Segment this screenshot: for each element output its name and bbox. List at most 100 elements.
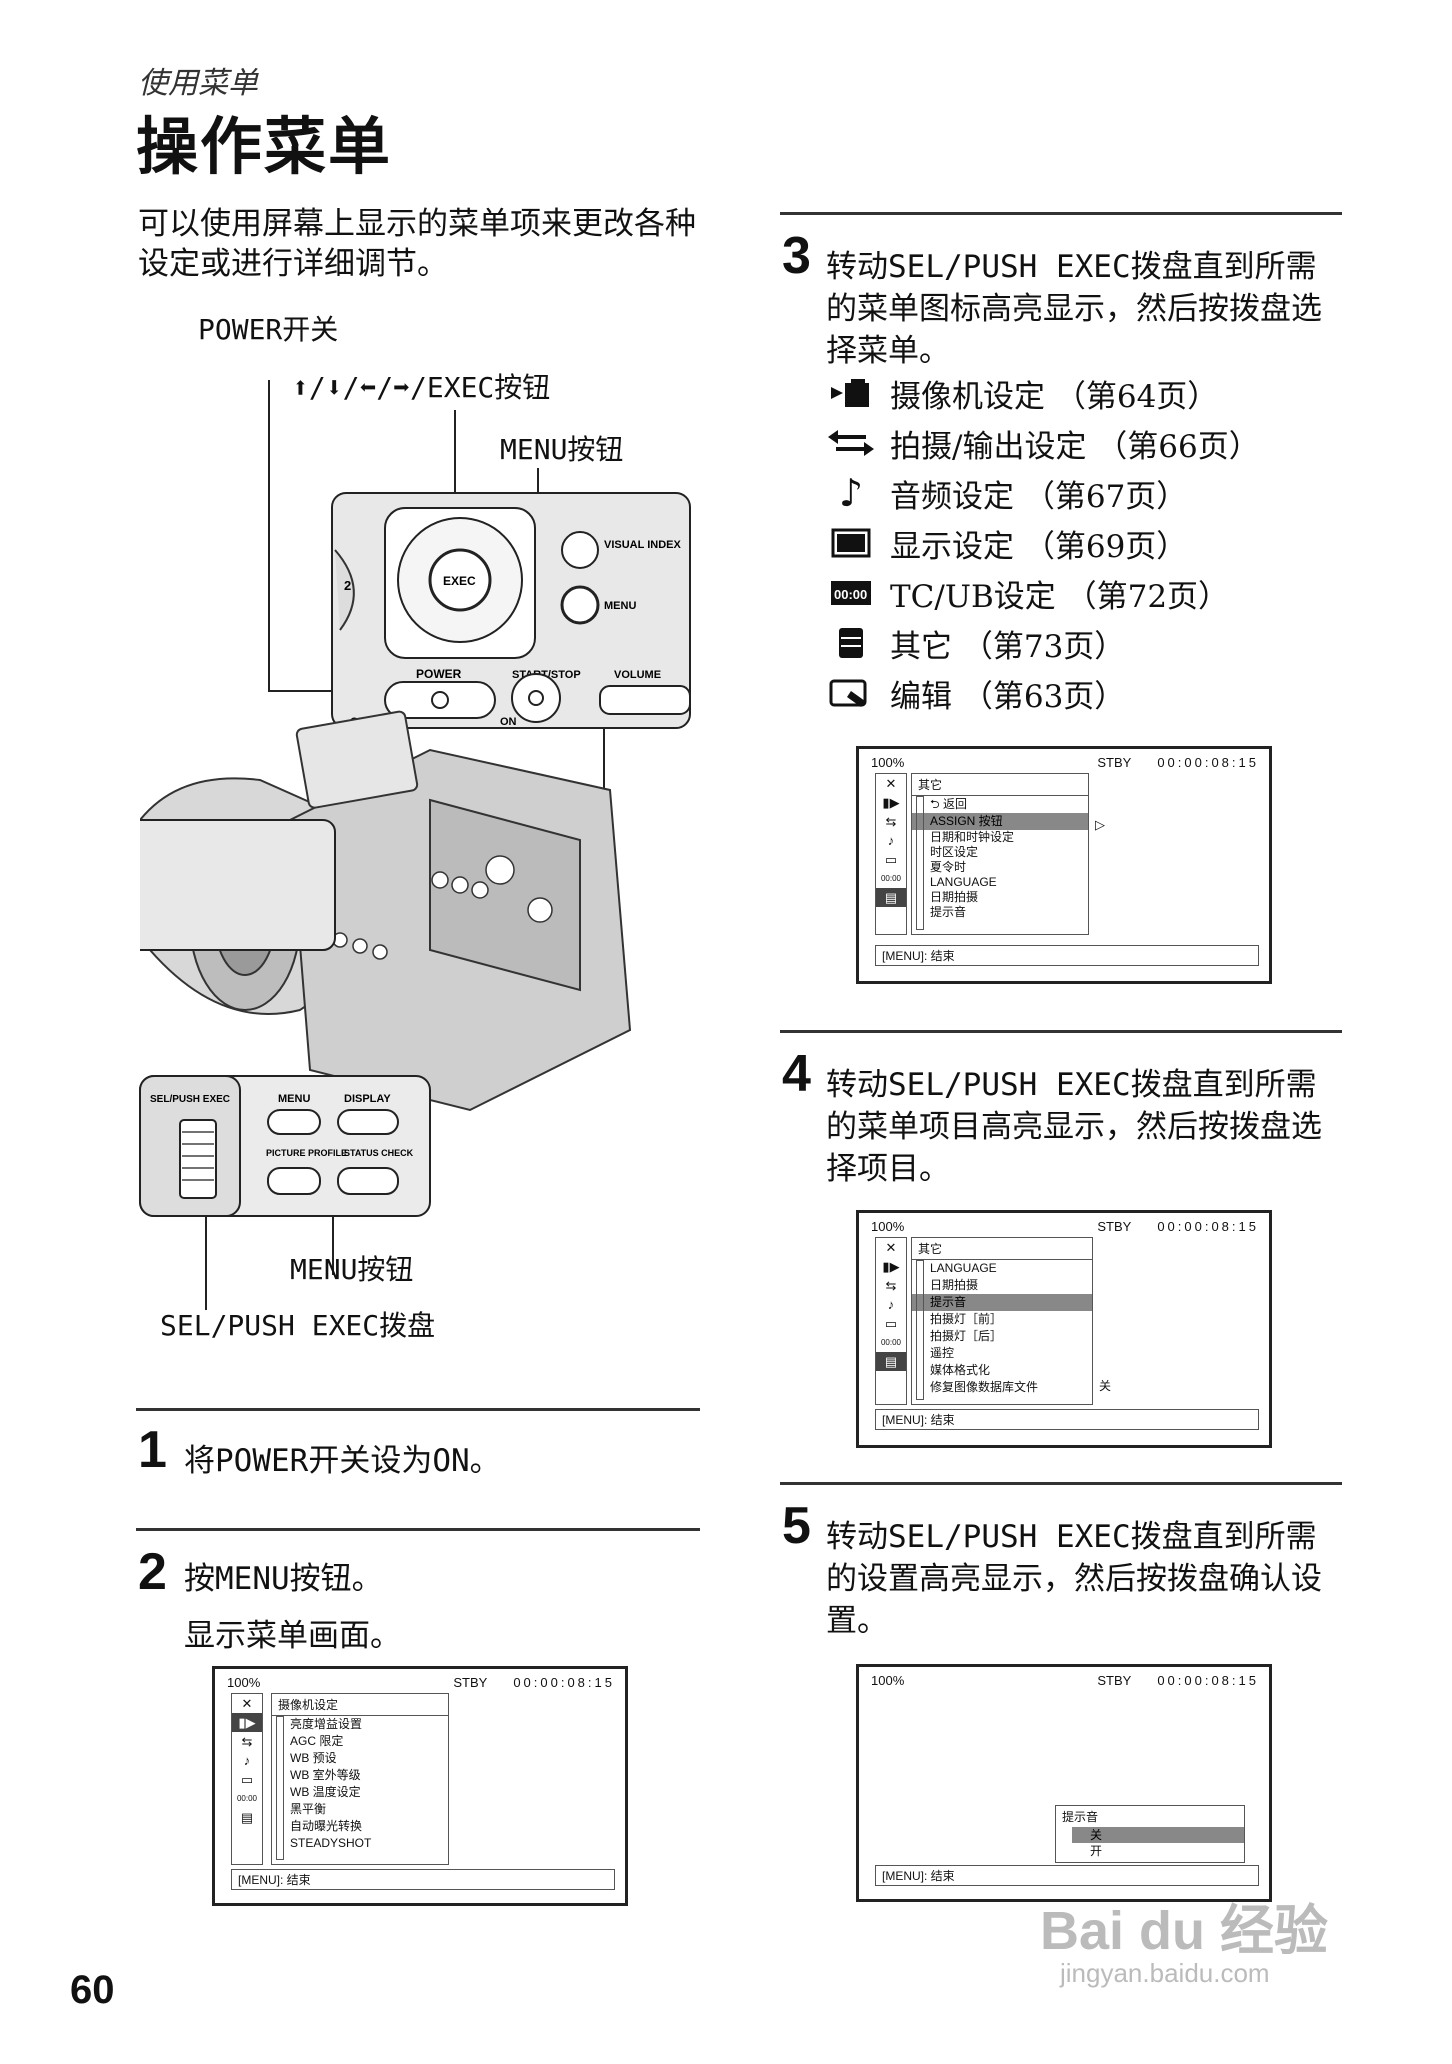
menu-footer: [MENU]: 结束 bbox=[875, 945, 1259, 966]
menu-footer: [MENU]: 结束 bbox=[231, 1869, 615, 1890]
divider bbox=[780, 1482, 1342, 1485]
step-3-number: 3 bbox=[782, 227, 811, 285]
setting-option[interactable]: 开 bbox=[1090, 1844, 1103, 1858]
menu-item[interactable]: 提示音 bbox=[930, 905, 967, 919]
camera-illustration: 2 EXEC VISUAL INDEX MENU POWER START/STO… bbox=[140, 380, 691, 1310]
menu-heading: 其它 bbox=[912, 1238, 1092, 1260]
menu-item[interactable]: LANGUAGE bbox=[930, 875, 997, 889]
menu-category-item: 摄像机设定 （第64页） bbox=[826, 368, 1260, 418]
menu-item[interactable]: 日期拍摄 bbox=[930, 890, 979, 904]
tc-ub-icon-text: 00:00 bbox=[834, 587, 867, 602]
menu-items: LANGUAGE 日期拍摄 提示音 拍摄灯［前］ 拍摄灯［后］ 遥控 媒体格式化… bbox=[912, 1260, 1092, 1396]
power-switch-callout: POWER开关 bbox=[198, 313, 339, 346]
step-5-number: 5 bbox=[782, 1497, 811, 1555]
setting-option[interactable]: 关 bbox=[1072, 1827, 1244, 1843]
battery-indicator: 100% bbox=[871, 755, 905, 770]
tc-ub-icon: 00:00 bbox=[880, 874, 902, 883]
display-icon: ▭ bbox=[884, 851, 898, 867]
others-icon: ▤ bbox=[876, 888, 906, 907]
menu-item[interactable]: 修复图像数据库文件 bbox=[930, 1380, 1039, 1394]
watermark-logo: Bai du 经验 bbox=[1040, 1901, 1329, 1961]
in-out-arrows-icon: ⇆ bbox=[885, 1277, 897, 1293]
display-icon bbox=[826, 527, 876, 559]
camera-settings-icon: ▮▶ bbox=[882, 794, 900, 810]
menu-item[interactable]: AGC 限定 bbox=[290, 1734, 344, 1748]
step-1-text: 将POWER开关设为ON。 bbox=[184, 1443, 501, 1479]
menu-item[interactable]: 拍摄灯［后］ bbox=[930, 1329, 1003, 1343]
menu-item[interactable]: ⮌ 返回 bbox=[930, 797, 967, 811]
menu-item[interactable]: LANGUAGE bbox=[930, 1261, 997, 1275]
menu-item[interactable]: 媒体格式化 bbox=[930, 1363, 991, 1377]
step-3-text: 转动SEL/PUSH EXEC拨盘直到所需的菜单图标高亮显示，然后按拨盘选择菜单… bbox=[826, 249, 1322, 369]
status-indicator: STBY bbox=[453, 1675, 488, 1690]
arrows-exec-callout: ⬆/⬇/⬅/➡/EXEC按钮 bbox=[292, 371, 551, 404]
status-check-label: STATUS CHECK bbox=[344, 1148, 414, 1158]
music-note-icon: ♪ bbox=[243, 1753, 251, 1768]
tc-ub-icon: 00:00 bbox=[826, 577, 876, 609]
close-icon: ✕ bbox=[885, 775, 897, 791]
menu-category-item: 00:00 TC/UB设定 （第72页） bbox=[826, 568, 1260, 618]
music-note-icon: ♪ bbox=[838, 471, 864, 515]
music-note-icon: ♪ bbox=[887, 833, 895, 848]
menu-item[interactable]: 日期拍摄 bbox=[930, 1278, 979, 1292]
display-icon: ▭ bbox=[240, 1771, 254, 1787]
menu-item[interactable]: WB 预设 bbox=[290, 1751, 337, 1765]
menu-icon-column: ✕ ▮▶ ⇆ ♪ ▭ 00:00 ▤ bbox=[875, 1237, 907, 1405]
status-indicator: STBY bbox=[1097, 1673, 1132, 1688]
close-icon: ✕ bbox=[241, 1695, 253, 1711]
top-control-panel: 2 EXEC VISUAL INDEX MENU POWER START/STO… bbox=[331, 492, 691, 729]
step-4-text: 转动SEL/PUSH EXEC拨盘直到所需的菜单项目高亮显示，然后按拨盘选择项目… bbox=[826, 1067, 1322, 1187]
menu-category-item: 其它 （第73页） bbox=[826, 618, 1260, 668]
divider bbox=[136, 1408, 700, 1411]
menu-item[interactable]: 提示音 bbox=[912, 1294, 1092, 1311]
menu-category-item: 拍摄/输出设定 （第66页） bbox=[826, 418, 1260, 468]
tc-ub-icon: 00:00 bbox=[880, 1338, 902, 1347]
menu-item[interactable]: 遥控 bbox=[930, 1346, 955, 1360]
battery-indicator: 100% bbox=[871, 1219, 905, 1234]
tc-ub-icon: 00:00 bbox=[236, 1794, 258, 1803]
menu-item[interactable]: 黑平衡 bbox=[290, 1802, 327, 1816]
menu-category-list: 摄像机设定 （第64页） 拍摄/输出设定 （第66页） ♪ 音频设定 （第67页… bbox=[826, 368, 1260, 718]
menu-category-item: ♪ 音频设定 （第67页） bbox=[826, 468, 1260, 518]
menu-category-item: 显示设定 （第69页） bbox=[826, 518, 1260, 568]
others-icon: ▤ bbox=[240, 1809, 254, 1825]
menu-item[interactable]: WB 室外等级 bbox=[290, 1768, 361, 1782]
menu-item[interactable]: STEADYSHOT bbox=[290, 1836, 372, 1850]
in-out-arrows-icon: ⇆ bbox=[241, 1733, 253, 1749]
menu-icon-column: ✕ ▮▶ ⇆ ♪ ▭ 00:00 ▤ bbox=[231, 1693, 263, 1865]
setting-options-box: 提示音 关 开 bbox=[1055, 1805, 1245, 1863]
setting-heading: 提示音 bbox=[1062, 1810, 1099, 1824]
divider bbox=[780, 1030, 1342, 1033]
menu-list-box: 其它 LANGUAGE 日期拍摄 提示音 拍摄灯［前］ 拍摄灯［后］ 遥控 媒体… bbox=[911, 1237, 1093, 1405]
music-note-icon: ♪ bbox=[887, 1297, 895, 1312]
menu-label-top: MENU bbox=[604, 600, 636, 612]
menu-item[interactable]: 拍摄灯［前］ bbox=[930, 1312, 1003, 1326]
menu-label-side: MENU bbox=[278, 1093, 310, 1105]
timecode: 00:00:08:15 bbox=[1157, 1219, 1259, 1234]
edit-icon bbox=[826, 677, 876, 709]
menu-item[interactable]: ASSIGN 按钮 bbox=[912, 813, 1088, 830]
menu-item[interactable]: 自动曝光转换 bbox=[290, 1819, 363, 1833]
menu-icon-column: ✕ ▮▶ ⇆ ♪ ▭ 00:00 ▤ bbox=[875, 773, 907, 935]
menu-item[interactable]: 日期和时钟设定 bbox=[930, 830, 1015, 844]
others-icon bbox=[826, 626, 876, 660]
battery-indicator: 100% bbox=[227, 1675, 261, 1690]
on-label: ON bbox=[500, 716, 517, 728]
section-category: 使用菜单 bbox=[138, 66, 258, 101]
menu-item[interactable]: 亮度增益设置 bbox=[290, 1717, 363, 1731]
menu-item[interactable]: 时区设定 bbox=[930, 845, 979, 859]
menu-item[interactable]: WB 温度设定 bbox=[290, 1785, 361, 1799]
picture-profile-label: PICTURE PROFILE bbox=[266, 1148, 347, 1158]
camera-settings-icon: ▮▶ bbox=[882, 1258, 900, 1274]
side-panel-detail: SEL/PUSH EXEC MENU DISPLAY PICTURE PROFI… bbox=[139, 1075, 431, 1217]
visual-index-label: VISUAL INDEX bbox=[604, 539, 681, 551]
display-icon: ▭ bbox=[884, 1315, 898, 1331]
submenu-arrow-icon: ▷ bbox=[1095, 817, 1105, 832]
camera-settings-icon bbox=[826, 377, 876, 409]
menu-item[interactable]: 夏令时 bbox=[930, 860, 967, 874]
menu-button-callout-bottom: MENU按钮 bbox=[290, 1253, 414, 1286]
